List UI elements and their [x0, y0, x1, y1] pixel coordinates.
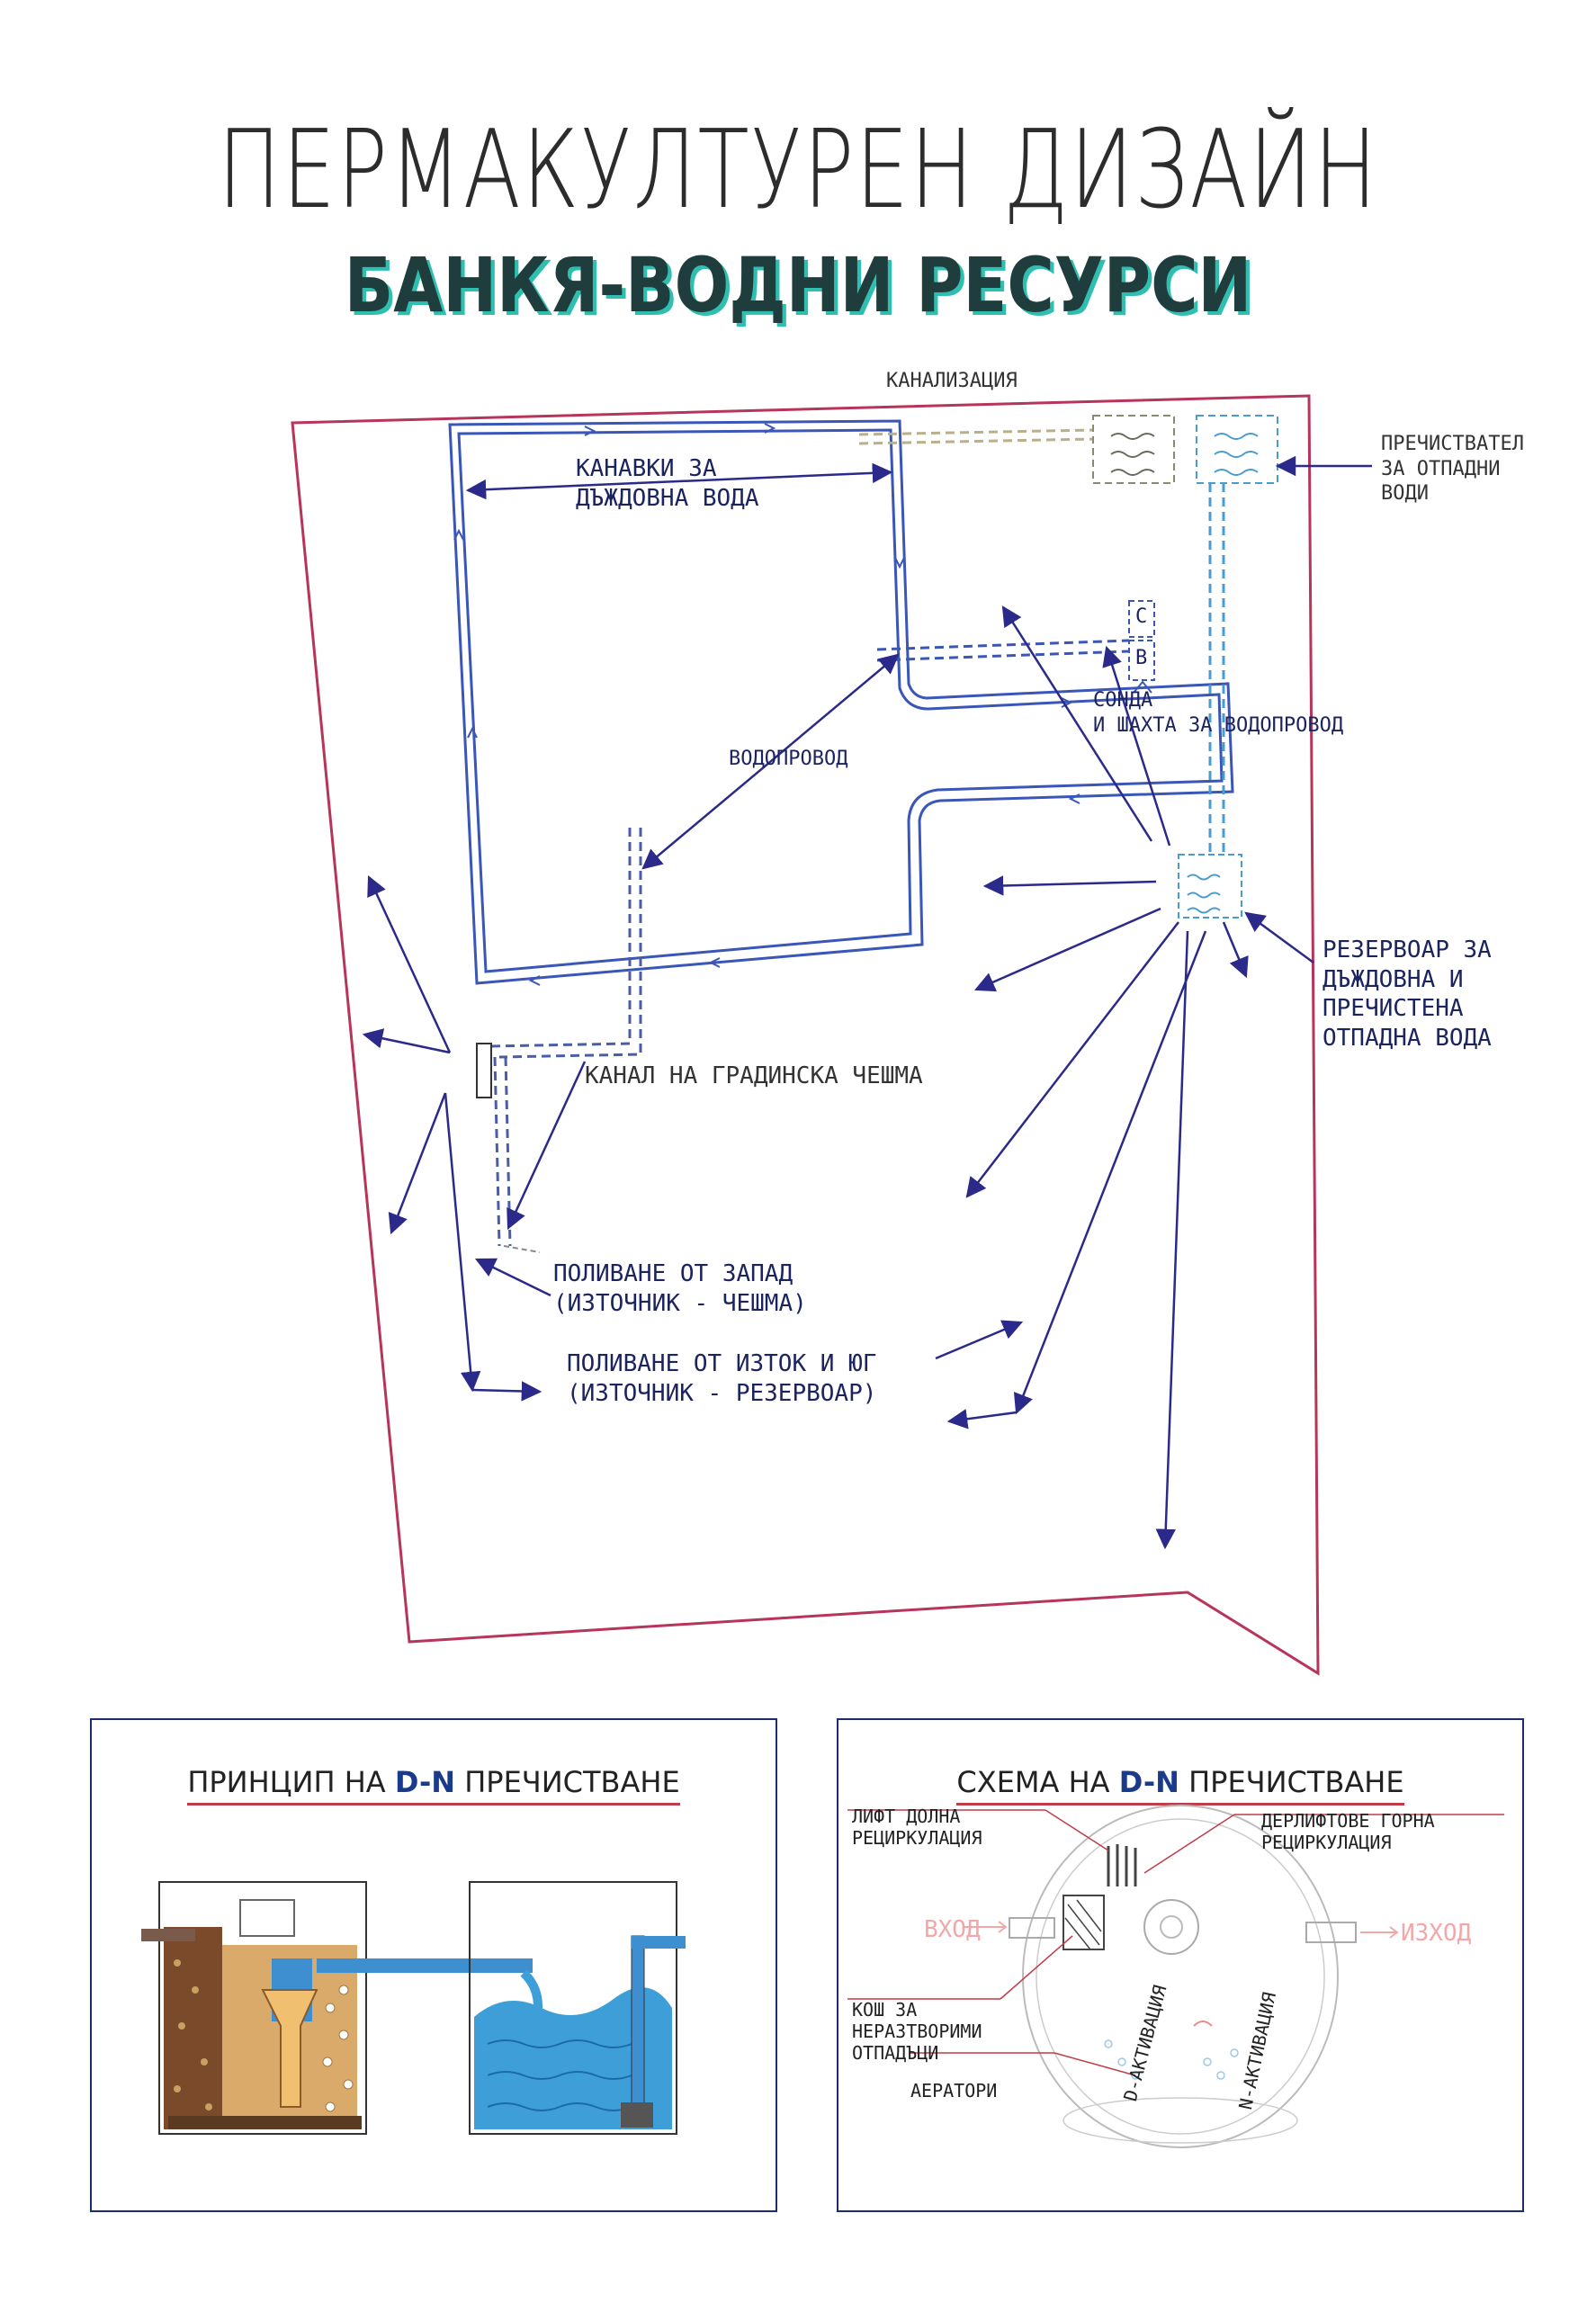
property-boundary: [291, 394, 1320, 1676]
wastewater-treatment-label: ПРЕЧИСТВАТЕЛ ЗА ОТПАДНИ ВОДИ: [1381, 433, 1524, 505]
garden-tap: [476, 1043, 492, 1098]
rain-gutter-channel: [448, 419, 1234, 986]
scheme-panel: СХЕМА НА D-N ПРЕЧИСТВАНЕ: [837, 1718, 1524, 2212]
aerators-label: АЕРАТОРИ: [910, 2080, 998, 2101]
tank-label: РЕЗЕРВОАР ЗА ДЪЖДОВНА И ПРЕЧИСТЕНА ОТПАД…: [1323, 936, 1492, 1052]
garden-tap-label: КАНАЛ НА ГРАДИНСКА ЧЕШМА: [585, 1062, 923, 1089]
airlift-upper-label: ДЕРЛИФТОВЕ ГОРНА РЕЦИРКУЛАЦИЯ: [1261, 1810, 1435, 1853]
shaft-c-label: C: [1135, 605, 1148, 628]
scheme-illustration: [847, 1805, 1504, 2148]
water-east-label: ПОЛИВАНЕ ОТ ИЗТОК И ЮГ (ИЗТОЧНИК - РЕЗЕР…: [567, 1350, 877, 1407]
page-subtitle: БАНКЯ-ВОДНИ РЕСУРСИ: [344, 241, 1252, 329]
garden-tap-channel: [489, 828, 642, 1247]
water-tank: [1178, 854, 1242, 919]
principle-illustration: [141, 1881, 686, 2135]
treatment-box-2: [1196, 415, 1278, 484]
treatment-box-1: [1092, 415, 1175, 484]
shaft-b: [1128, 640, 1155, 681]
sewer-line: [858, 428, 1094, 436]
water-main-label: ВОДОПРОВОД: [729, 748, 848, 770]
page-title: ПЕРМАКУЛТУРЕН ДИЗАЙН: [217, 108, 1379, 233]
water-west-label: ПОЛИВАНЕ ОТ ЗАПАД (ИЗТОЧНИК - ЧЕШМА): [553, 1260, 807, 1317]
site-plan-drawing: [291, 394, 1372, 1676]
inlet-label: ВХОД: [924, 1916, 981, 1943]
rain-gutters-label: КАНАВКИ ЗА ДЪЖДОВНА ВОДА: [576, 455, 759, 512]
shaft-b-label: B: [1135, 647, 1148, 669]
scheme-panel-title: СХЕМА НА D-N ПРЕЧИСТВАНЕ: [838, 1765, 1522, 1806]
water-main-line: [876, 639, 1130, 651]
principle-panel: ПРИНЦИП НА D-N ПРЕЧИСТВАНЕ: [90, 1718, 777, 2212]
basket-label: КОШ ЗА НЕРАЗТВОРИМИ ОТПАДЪЦИ: [852, 1999, 982, 2064]
outlet-label: ИЗХОД: [1401, 1920, 1472, 1947]
shaft-c: [1128, 600, 1155, 638]
principle-panel-title: ПРИНЦИП НА D-N ПРЕЧИСТВАНЕ: [92, 1765, 776, 1806]
probe-shaft-label: СОНДА И ШАХТА ЗА ВОДОПРОВОД: [1093, 689, 1344, 737]
sewer-label: КАНАЛИЗАЦИЯ: [886, 370, 1018, 392]
lift-lower-label: ЛИФТ ДОЛНА РЕЦИРКУЛАЦИЯ: [852, 1806, 982, 1849]
